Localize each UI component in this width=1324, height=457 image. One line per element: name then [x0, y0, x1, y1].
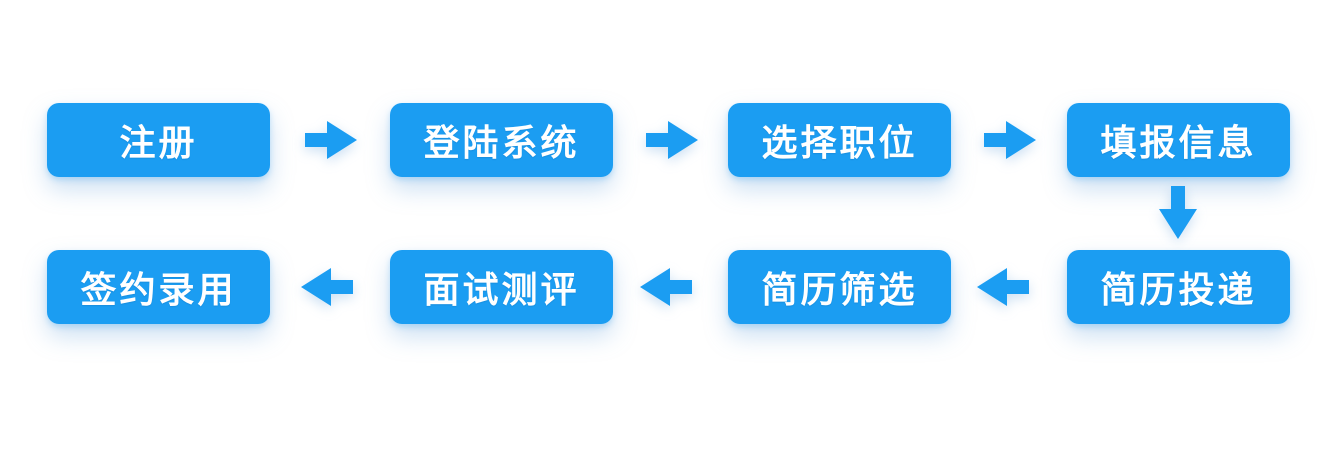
flow-step-fill-info: 填报信息: [1067, 103, 1290, 177]
flow-step-label: 签约录用: [80, 270, 237, 311]
arrow-left-icon: [640, 265, 692, 309]
flow-step-label: 登陆系统: [423, 123, 580, 164]
arrow-right-icon: [305, 118, 357, 162]
flow-step-interview-assessment: 面试测评: [390, 250, 613, 324]
flow-step-choose-position: 选择职位: [728, 103, 951, 177]
flow-step-login: 登陆系统: [390, 103, 613, 177]
flow-step-submit-resume: 简历投递: [1067, 250, 1290, 324]
arrow-right-icon: [984, 118, 1036, 162]
flow-step-resume-screening: 简历筛选: [728, 250, 951, 324]
flow-step-label: 选择职位: [761, 123, 918, 164]
flow-step-label: 简历筛选: [761, 270, 918, 311]
arrow-left-icon: [977, 265, 1029, 309]
arrow-right-icon: [646, 118, 698, 162]
arrow-left-icon: [301, 265, 353, 309]
flow-step-label: 简历投递: [1100, 270, 1257, 311]
flow-step-label: 注册: [119, 123, 198, 164]
flow-step-register: 注册: [47, 103, 270, 177]
arrow-down-icon: [1156, 186, 1200, 239]
flow-step-label: 面试测评: [423, 270, 580, 311]
flow-step-sign-and-hire: 签约录用: [47, 250, 270, 324]
flow-step-label: 填报信息: [1100, 123, 1257, 164]
